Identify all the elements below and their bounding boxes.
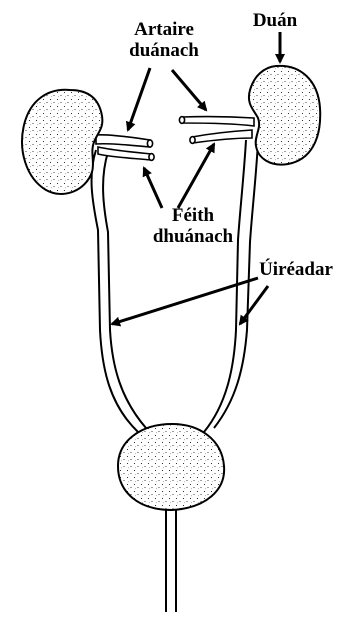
label-renal-vein-line1: Féith [128,205,258,226]
right-kidney [249,66,320,165]
left-ureter [92,150,146,432]
label-renal-artery: Artaire duánach [112,19,216,61]
label-kidney: Duán [240,10,310,31]
label-ureter-text: Úiréadar [244,259,348,280]
label-renal-vein-line2: dhuánach [128,226,258,247]
label-renal-artery-line2: duánach [112,40,216,61]
label-kidney-text: Duán [240,10,310,31]
arrow-artaire-left [128,68,150,130]
arrow-feith-left [144,168,162,208]
arrow-artaire-right [172,70,206,110]
label-renal-vein: Féith dhuánach [128,205,258,247]
label-ureter: Úiréadar [244,259,348,280]
left-kidney [22,90,102,194]
label-renal-artery-line1: Artaire [112,19,216,40]
bladder [118,424,224,510]
right-renal-vessels [179,117,254,144]
urethra [166,505,176,612]
arrow-uireadar-right [240,286,268,324]
arrow-feith-right [178,144,214,208]
left-renal-vessels [96,135,154,161]
